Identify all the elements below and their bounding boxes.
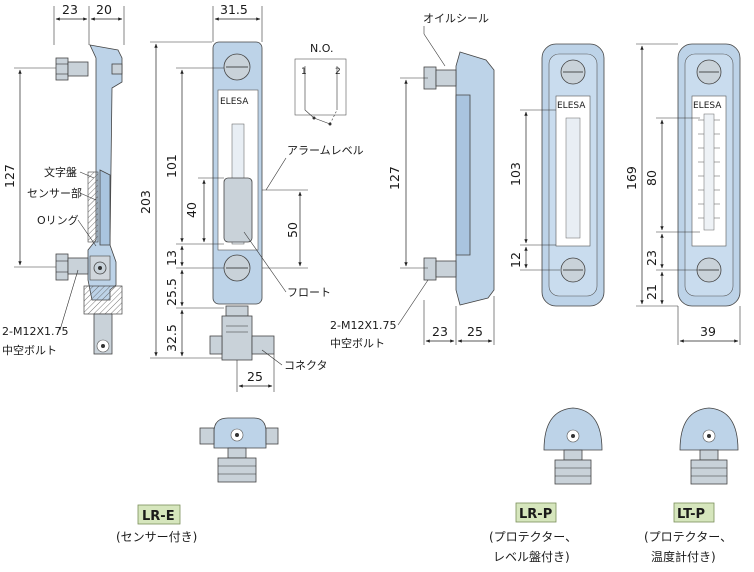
label-bolt-left-2: 中空ボルト: [2, 343, 57, 357]
front-view-lt-p: ELESA 169 80 23 21 39: [624, 43, 741, 345]
variant-caption-lt-p-1: (プロテクター、: [644, 530, 732, 544]
brand-label: ELESA: [220, 97, 249, 107]
variant-code-lt-p: LT-P: [677, 507, 705, 522]
brand-lt-p: ELESA: [693, 101, 722, 111]
label-dial: 文字盤: [44, 165, 77, 179]
dim-127-left: 127: [2, 164, 17, 188]
variant-code-lr-p: LR-P: [519, 507, 552, 522]
front-view-lr-p: ELESA 103 12: [508, 43, 605, 307]
label-bolt-mid-1: 2-M12X1.75: [330, 319, 396, 332]
variant-caption-lr-p-1: (プロテクター、: [489, 530, 577, 544]
dim-20: 20: [96, 2, 112, 17]
dim-23-right: 23: [644, 250, 659, 266]
contact-2: 2: [335, 67, 341, 77]
no-contact-symbol: N.O. 1 2: [294, 42, 347, 126]
float-body: [223, 177, 253, 243]
label-no: N.O.: [310, 42, 333, 55]
top-view-lr-p: [543, 407, 603, 485]
variant-lr-e: LR-E (センサー付き): [116, 504, 197, 544]
variant-caption-lr-e: (センサー付き): [116, 530, 197, 544]
dim-25-bottom: 25: [247, 369, 263, 384]
label-bolt-left-1: 2-M12X1.75: [2, 325, 68, 338]
variant-caption-lt-p-2: 温度計付き): [651, 549, 716, 564]
brand-lr-p: ELESA: [557, 101, 586, 111]
variant-lr-p: LR-P (プロテクター、 レベル盤付き): [489, 502, 577, 564]
dim-101: 101: [164, 154, 179, 178]
variant-lt-p: LT-P (プロテクター、 温度計付き): [644, 502, 732, 564]
dim-32-5: 32.5: [164, 324, 179, 352]
label-oring: Oリング: [37, 213, 79, 227]
dim-21: 21: [644, 284, 659, 300]
contact-1: 1: [301, 67, 307, 77]
side-view-middle: オイルシール 127 23 25 2-M12X1.75 中空ボルト: [330, 12, 495, 350]
top-view-lt-p: [679, 407, 739, 485]
variant-code-lr-e: LR-E: [142, 509, 175, 524]
dim-169: 169: [624, 166, 639, 190]
dim-12: 12: [508, 252, 523, 268]
label-alarm-level: アラームレベル: [287, 144, 364, 157]
dim-39: 39: [700, 324, 716, 339]
front-view-lr-e: 31.5 ELESA 203 101 40 13: [138, 2, 364, 392]
label-oil-seal: オイルシール: [423, 12, 489, 25]
side-section-view: 23 20 127: [2, 2, 125, 357]
dim-23-mid: 23: [432, 324, 448, 339]
dim-40: 40: [184, 202, 199, 218]
dim-203: 203: [138, 190, 153, 214]
variant-caption-lr-p-2: レベル盤付き): [493, 550, 570, 564]
dim-23-top: 23: [62, 2, 78, 17]
dim-103: 103: [508, 162, 523, 186]
label-connector: コネクタ: [284, 359, 328, 372]
dim-127-mid: 127: [387, 166, 402, 190]
top-view-lr-e: [199, 417, 279, 483]
dim-13: 13: [164, 250, 179, 266]
dim-80: 80: [644, 170, 659, 186]
label-sensor: センサー部: [27, 186, 82, 200]
dim-25-mid: 25: [467, 324, 483, 339]
dim-31-5: 31.5: [220, 2, 248, 17]
dim-50: 50: [285, 222, 300, 238]
dim-25-5: 25.5: [164, 278, 179, 306]
label-bolt-mid-2: 中空ボルト: [330, 336, 385, 350]
label-float: フロート: [287, 286, 331, 299]
